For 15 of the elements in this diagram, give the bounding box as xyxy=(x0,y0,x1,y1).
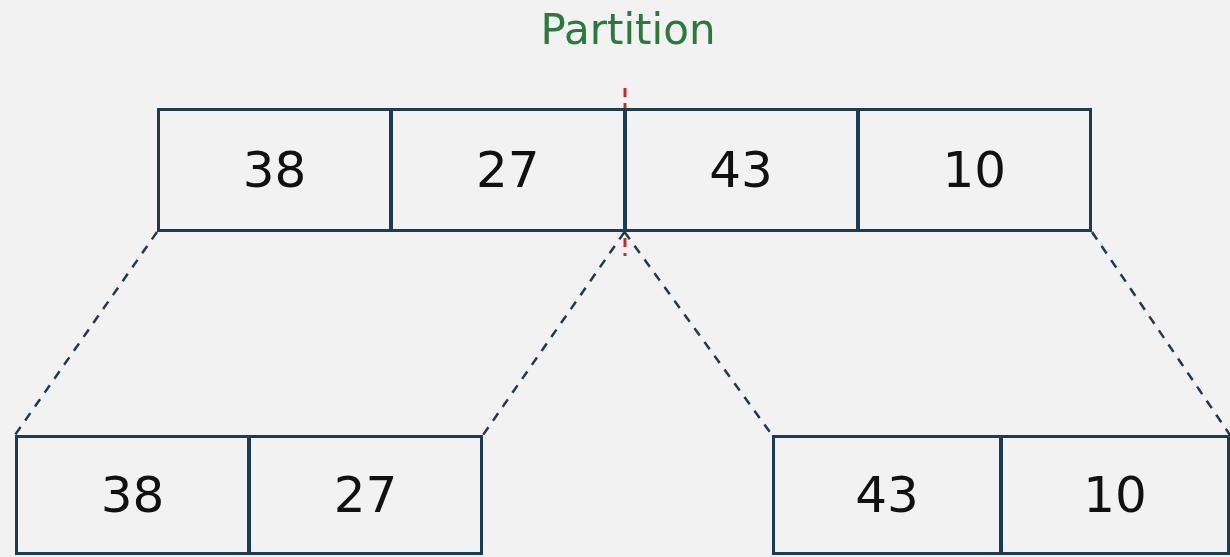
dashed-connector xyxy=(13,231,159,436)
array-cell: 10 xyxy=(855,111,1089,229)
array-cell: 38 xyxy=(160,111,390,229)
partition-label: Partition xyxy=(539,5,717,54)
array-cell: 38 xyxy=(18,438,247,552)
array-cell: 10 xyxy=(999,438,1227,552)
dashed-connector xyxy=(1090,231,1230,436)
array-cell: 43 xyxy=(622,111,856,229)
array-box xyxy=(772,435,1230,555)
array-cell: 27 xyxy=(247,438,480,552)
array-cell: 27 xyxy=(389,111,623,229)
array-box xyxy=(15,435,483,555)
array-box xyxy=(157,108,1092,232)
array-cell: 43 xyxy=(775,438,999,552)
dashed-connector xyxy=(481,231,626,436)
